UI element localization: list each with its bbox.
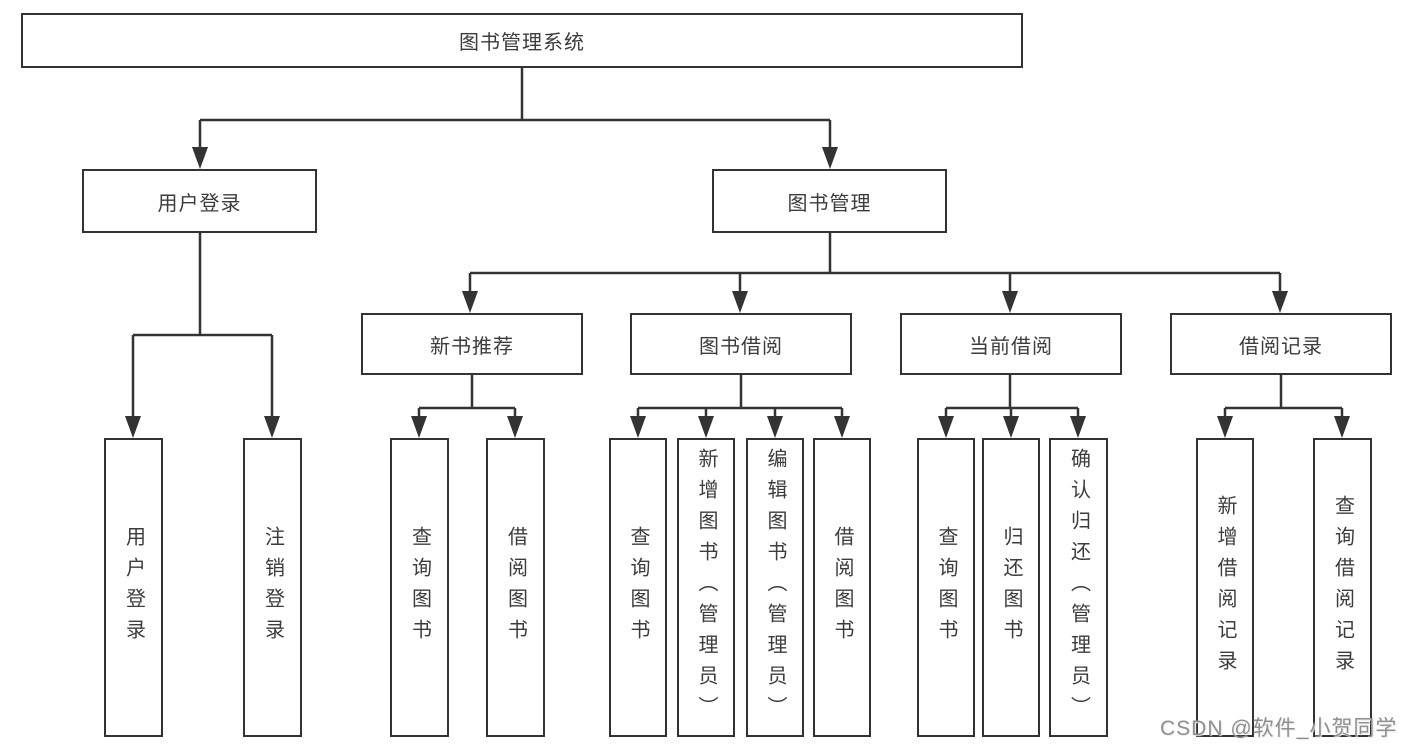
node-label: 新增借阅记录: [1214, 494, 1236, 681]
node-label: 注销登录: [261, 525, 284, 650]
node-label: 查询图书: [408, 525, 431, 650]
node-label: 图书管理系统: [459, 32, 585, 54]
node-user-login: 用户登录: [82, 169, 317, 233]
node-label: 借阅图书: [831, 525, 853, 650]
node-new-book-recommendation: 新书推荐: [361, 313, 583, 375]
node-book-borrowing: 图书借阅: [630, 313, 852, 375]
leaf-return-book: 归还图书: [982, 438, 1040, 737]
node-label: 查询图书: [935, 525, 957, 650]
node-root-library-management-system: 图书管理系统: [21, 13, 1023, 68]
node-label: 编辑图书（管理员）: [764, 448, 786, 727]
node-label: 新增图书（管理员）: [695, 448, 717, 727]
node-label: 借阅记录: [1239, 335, 1323, 358]
node-book-management: 图书管理: [712, 169, 947, 233]
leaf-query-books-recommend: 查询图书: [390, 438, 449, 737]
node-label: 查询借阅记录: [1331, 494, 1354, 681]
node-borrowing-records: 借阅记录: [1170, 313, 1392, 375]
node-current-borrowing: 当前借阅: [900, 313, 1122, 375]
leaf-add-borrow-record: 新增借阅记录: [1196, 438, 1254, 737]
node-label: 新书推荐: [430, 335, 514, 358]
leaf-logout: 注销登录: [243, 438, 302, 737]
node-label: 用户登录: [157, 192, 242, 215]
node-label: 归还图书: [1000, 525, 1022, 650]
node-label: 查询图书: [627, 525, 649, 650]
watermark: CSDN @软件_小贺同学: [1160, 717, 1398, 740]
node-label: 当前借阅: [969, 335, 1053, 358]
leaf-borrow-books-borrowing: 借阅图书: [813, 438, 871, 737]
leaf-add-book-admin: 新增图书（管理员）: [677, 438, 735, 737]
node-label: 用户登录: [122, 525, 145, 650]
leaf-query-borrow-record: 查询借阅记录: [1313, 438, 1372, 737]
leaf-borrow-books-recommend: 借阅图书: [486, 438, 545, 737]
leaf-query-books-current: 查询图书: [917, 438, 975, 737]
node-label: 图书管理: [787, 192, 872, 215]
node-label: 确认归还（管理员）: [1067, 448, 1090, 727]
leaf-query-books-borrowing: 查询图书: [609, 438, 667, 737]
leaf-edit-book-admin: 编辑图书（管理员）: [746, 438, 804, 737]
node-label: 借阅图书: [504, 525, 527, 650]
leaf-user-login: 用户登录: [104, 438, 163, 737]
leaf-confirm-return-admin: 确认归还（管理员）: [1049, 438, 1108, 737]
node-label: 图书借阅: [699, 335, 783, 358]
